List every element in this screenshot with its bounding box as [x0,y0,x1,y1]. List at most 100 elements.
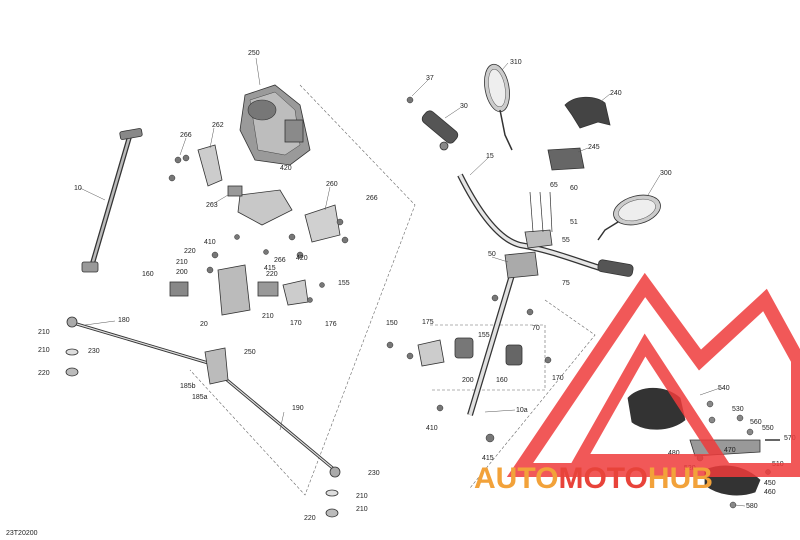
power-steering-unit [239,84,311,166]
callout-470: 470 [724,447,736,454]
logo-triangle-outer [506,272,800,477]
handlebar-clamp-lower [504,251,539,279]
gauge-cluster [547,147,585,171]
assembly-boundary-right [469,299,596,489]
leader-lines [79,57,746,507]
handlebar-clamp-upper [524,229,553,249]
callout-170a: 170 [290,320,302,327]
callout-200a: 200 [176,269,188,276]
callout-155b: 155 [478,332,490,339]
tie-rod-left [66,316,216,367]
callout-530: 530 [732,406,744,413]
callout-415b: 415 [482,455,494,462]
handlebar-cover [564,96,611,129]
callout-300: 300 [660,170,672,177]
callout-220c: 220 [38,370,50,377]
washers-left [65,348,339,518]
callout-55: 55 [562,237,570,244]
pitman-arm [204,347,229,385]
callout-540: 540 [718,385,730,392]
callout-51: 51 [570,219,578,226]
callout-150: 150 [386,320,398,327]
callout-410b: 410 [426,425,438,432]
callout-210d: 210 [38,347,50,354]
connector-block [227,185,243,197]
callout-210a: 210 [176,259,188,266]
callout-210f: 210 [356,506,368,513]
callout-75: 75 [562,280,570,287]
callout-310: 310 [510,59,522,66]
callout-37: 37 [426,75,434,82]
callout-190: 190 [292,405,304,412]
callout-230a: 230 [88,348,100,355]
callout-460: 460 [764,489,776,496]
callout-15: 15 [486,153,494,160]
mirror-left [484,63,513,151]
callout-415a: 415 [264,265,276,272]
callout-250b: 250 [244,349,256,356]
callout-420a: 420 [280,165,292,172]
callout-65: 65 [550,182,558,189]
callout-170b: 170 [552,375,564,382]
diagram-code: 23T20200 [6,530,38,537]
callout-580: 580 [746,503,758,510]
callout-labels: 250 262 266 263 420 260 266 420 266 410 … [38,50,796,522]
callout-185b: 185b [180,383,196,390]
callout-410a: 410 [204,239,216,246]
callout-20: 20 [200,321,208,328]
callout-180a: 180 [118,317,130,324]
callout-160b: 160 [496,377,508,384]
mounting-bracket [197,144,223,187]
logo-triangle-inner [569,333,732,466]
callout-245: 245 [588,144,600,151]
tie-rod-right [214,368,341,478]
callout-10: 10 [74,185,82,192]
brand-part1: AUTO [474,462,558,495]
callout-10a: 10a [516,407,528,414]
clamp-bracket [304,204,341,243]
grip [421,110,459,151]
callout-160a: 160 [142,271,154,278]
callout-210e: 210 [356,493,368,500]
clamp-bolts [529,191,553,233]
callout-210b: 210 [262,313,274,320]
callout-550: 550 [762,425,774,432]
callout-70: 70 [532,325,540,332]
callout-266b: 266 [366,195,378,202]
callout-30: 30 [460,103,468,110]
callout-210c: 210 [38,329,50,336]
callout-240: 240 [610,90,622,97]
lower-clamp [169,264,309,316]
callout-262: 262 [212,122,224,129]
callout-155: 155 [338,280,350,287]
callout-260: 260 [326,181,338,188]
callout-450: 450 [764,480,776,487]
callout-266c: 266 [274,257,286,264]
callout-250a: 250 [248,50,260,57]
steering-tube [467,264,518,416]
callout-420b: 420 [296,255,308,262]
steering-column [81,128,143,273]
brand-part2: MOTO [558,462,647,495]
mirror-right [597,194,661,241]
callout-50: 50 [488,251,496,258]
callout-176: 176 [325,321,337,328]
callout-480: 480 [668,450,680,457]
callout-60: 60 [570,185,578,192]
callout-263: 263 [206,202,218,209]
callout-560: 560 [750,419,762,426]
assembly-boundary-left [189,84,416,496]
callout-266a: 266 [180,132,192,139]
callout-175: 175 [422,319,434,326]
callout-570: 570 [784,435,796,442]
assembly-boundary-switch [430,324,546,391]
callout-220a: 220 [184,248,196,255]
brand-part3: HUB [648,462,713,495]
watermark-logo [506,272,800,477]
fasteners [168,96,552,443]
callout-220d: 220 [304,515,316,522]
support-bracket [237,189,293,226]
callout-200b: 200 [462,377,474,384]
callout-185a: 185a [192,394,208,401]
